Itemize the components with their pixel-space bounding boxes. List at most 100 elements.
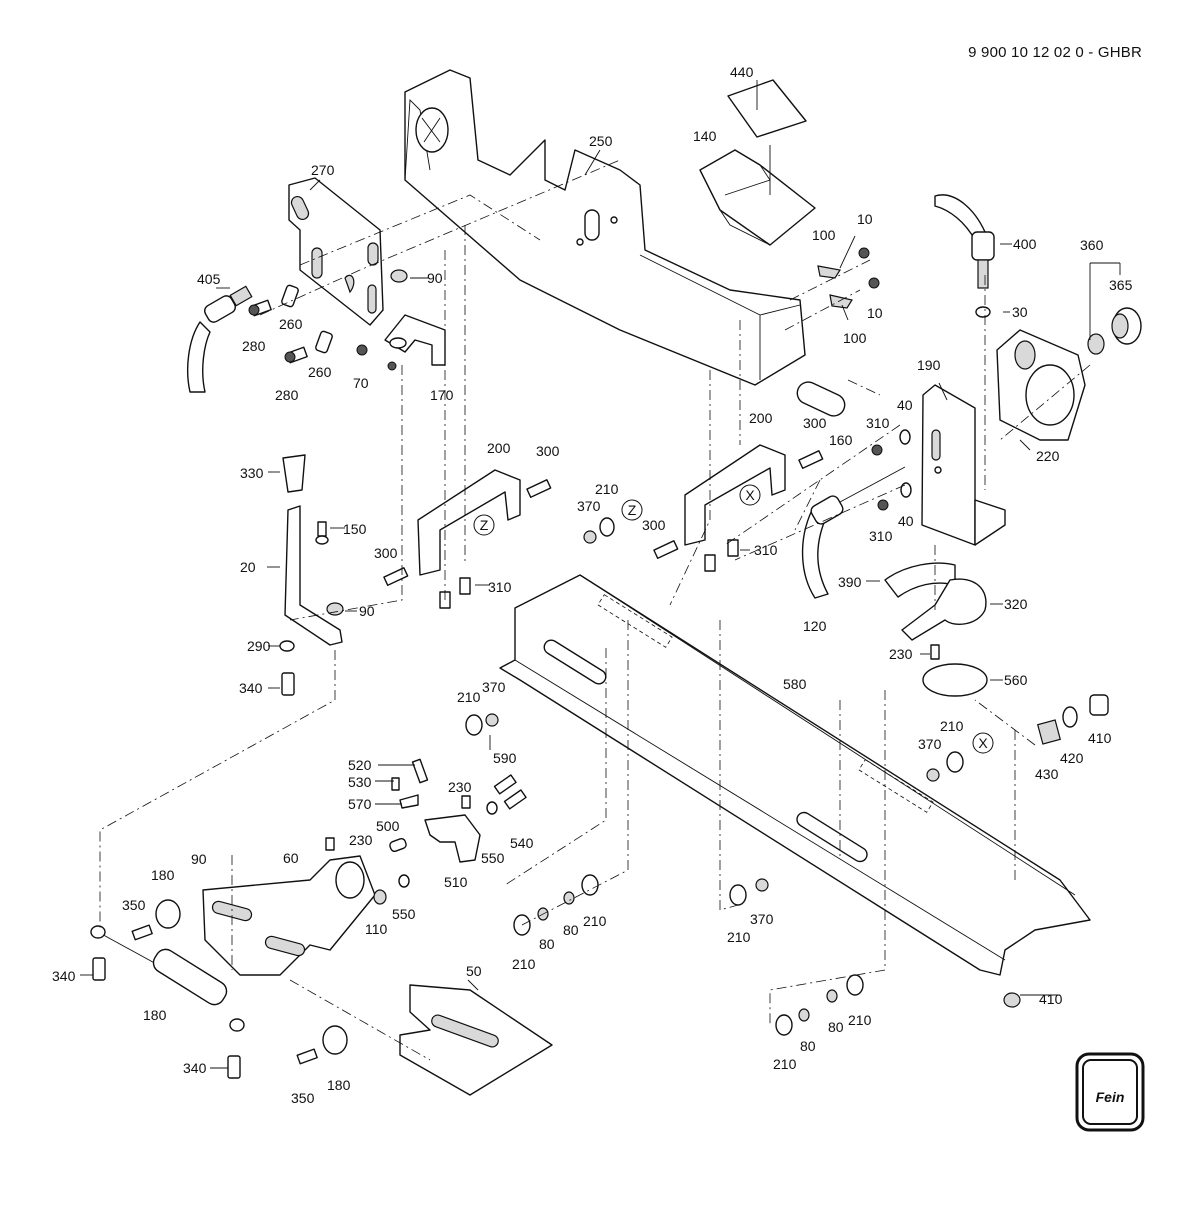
svg-text:Z: Z [480,517,489,533]
callout: 180 [143,1007,167,1023]
callout-labels: 440 140 250 270 10 100 400 360 365 405 9… [52,64,1133,1106]
callout: 280 [242,338,266,354]
part-230-base-rail [499,574,1091,976]
callout: 200 [487,440,511,456]
part-510-nut [373,889,387,905]
part-370-nut [485,530,940,892]
callout: 300 [803,415,827,431]
part-290-screw [92,672,295,1079]
part-140-cover [699,149,816,246]
callout: 340 [183,1060,207,1076]
part-500-washer [398,801,498,888]
part-270-mounting-plate [288,177,384,326]
part-320-screw [325,644,940,851]
callout: 110 [365,921,388,937]
callout: 100 [843,330,867,346]
part-400-clamping-lever [934,194,995,289]
callout: 370 [577,498,601,514]
part-200-bracket [417,469,521,576]
callout: 300 [642,517,666,533]
part-120-disc [922,663,988,697]
part-300-screw [383,567,409,586]
callout: 210 [583,913,607,929]
svg-text:Z: Z [628,502,637,518]
callout: 100 [812,227,836,243]
part-200-bracket [684,444,786,546]
callout: 370 [482,679,506,695]
part-110-foot [155,899,348,1055]
marker-x-2: X [972,732,994,754]
callout: 210 [512,956,536,972]
callout: 160 [829,432,853,448]
callout: 540 [510,835,534,851]
callout: 370 [750,911,774,927]
marker-x-1: X [739,484,761,506]
callout: 440 [730,64,754,80]
callout: 10 [867,305,883,321]
callout: 560 [1004,672,1028,688]
part-300-screw [653,540,679,559]
part-90-nut [326,602,344,616]
part-365-knob [1111,307,1142,345]
callout: 210 [848,1012,872,1028]
part-440-plate [727,79,807,138]
callout: 200 [749,410,773,426]
callout: 510 [444,874,468,890]
callout: 10 [857,211,873,227]
callout: 260 [308,364,332,380]
callout: 320 [1004,596,1028,612]
part-360-bushing [1087,333,1105,355]
document-code: 9 900 10 12 02 0 - GHBR [968,44,1142,61]
part-420-washer [1062,706,1078,728]
part-280-screw [248,299,272,317]
part-330-screw [315,521,329,545]
part-520-clip [399,794,419,809]
marker-z-2: Z [473,514,495,536]
callout: 350 [122,897,146,913]
callout: 230 [349,832,373,848]
callout: 310 [488,579,512,595]
callout: 30 [1012,304,1028,320]
callout: 410 [1088,730,1112,746]
part-300-screw [798,450,824,469]
marker-z-1: Z [621,499,643,521]
callout: 405 [197,271,221,287]
part-550-pivot-plate [202,855,376,976]
callout: 270 [311,162,335,178]
callout: 420 [1060,750,1084,766]
callout: 80 [828,1019,844,1035]
callout: 170 [430,387,454,403]
callout: 330 [240,465,264,481]
callout: 500 [376,818,400,834]
part-90-nut [390,269,408,283]
callout: 300 [536,443,560,459]
part-170-bracket [384,314,446,366]
part-50-nut [537,891,838,1022]
part-350-gas-spring [90,925,245,1032]
callout: 360 [1080,237,1104,253]
part-160-slide-plate [796,381,846,417]
callout: 90 [427,270,443,286]
part-180-guide-plate [399,984,553,1096]
part-20-washer [279,640,295,652]
callout: 120 [803,618,827,634]
part-260-pin [281,284,299,308]
callout: 90 [191,851,207,867]
callout: 310 [754,542,778,558]
callout: 40 [897,397,913,413]
callout: 230 [448,779,472,795]
callout: 180 [327,1077,351,1093]
callout: 90 [359,603,375,619]
part-30-washer [975,306,991,318]
callout: 80 [539,936,555,952]
callout: 410 [1039,991,1063,1007]
part-130-pointer-plate [901,578,987,641]
part-430-nut [1036,719,1062,745]
part-380-knob [282,454,306,493]
callout: 580 [783,676,807,692]
part-390-clamping-lever [801,466,906,599]
part-280-screw [284,346,308,364]
part-570-screw [493,774,527,810]
